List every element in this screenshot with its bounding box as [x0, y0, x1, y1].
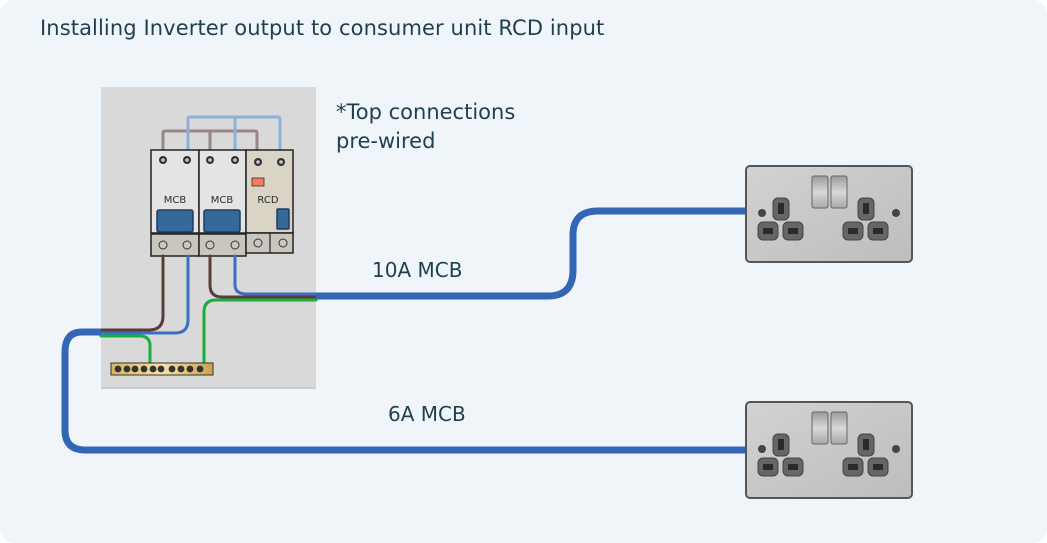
mcb-1: MCB: [150, 149, 200, 257]
earth-bar-screw: [114, 365, 122, 373]
earth-pin-slot: [778, 203, 784, 214]
rcd-toggle: [276, 208, 290, 230]
internal-wiring: [99, 254, 318, 365]
rcd: RCD: [245, 149, 294, 254]
mcb2-live-wire: [208, 254, 318, 299]
earth-terminal-bar: [110, 362, 214, 376]
pin-slot: [848, 464, 858, 470]
pin-slot: [873, 464, 883, 470]
mcb2-neutral-wire: [233, 254, 318, 296]
socket-switch-right: [830, 411, 848, 445]
earth-bar-screw: [177, 365, 185, 373]
fixing-screw-left: [758, 209, 766, 217]
earth-bar-screw: [123, 365, 131, 373]
earth-bar-screw: [196, 365, 204, 373]
earth-bar-screw: [131, 365, 139, 373]
prewired-note-line2: pre-wired: [336, 129, 436, 153]
socket-switch-right: [830, 175, 848, 209]
earth-bar-screw: [157, 365, 165, 373]
mcb-1-toggle: [156, 209, 194, 233]
earth-bar-screw: [168, 365, 176, 373]
fixing-screw-left: [758, 445, 766, 453]
cable-6a-circuit: [61, 328, 748, 454]
mcb-2-toggle: [203, 209, 241, 233]
mcb1-live-wire: [99, 254, 165, 332]
earth-pin-slot: [863, 203, 869, 214]
fixing-screw-right: [892, 445, 900, 453]
fixing-screw-right: [892, 209, 900, 217]
page-title: Installing Inverter output to consumer u…: [40, 16, 605, 40]
mcb-1-label: MCB: [164, 195, 187, 206]
pin-slot: [848, 228, 858, 234]
mcb1-neutral-wire: [99, 254, 190, 335]
circuit-label-6a: 6A MCB: [388, 402, 466, 426]
external-cables: [61, 207, 748, 454]
socket-switch-left: [811, 411, 829, 445]
pin-slot: [763, 228, 773, 234]
socket-switch-left: [811, 175, 829, 209]
earth-bar-screw: [140, 365, 148, 373]
rcd-label: RCD: [257, 195, 278, 206]
prewired-note-line1: *Top connections: [336, 100, 516, 124]
mcb-2: MCB: [198, 149, 247, 257]
cable-10a-circuit: [316, 207, 748, 300]
pin-slot: [788, 464, 798, 470]
earth-pin-slot: [863, 439, 869, 450]
pin-slot: [873, 228, 883, 234]
earth-wire-2: [202, 298, 318, 365]
pin-slot: [763, 464, 773, 470]
rcd-test-button: [251, 177, 265, 187]
pin-slot: [788, 228, 798, 234]
double-socket-upper: [745, 165, 913, 263]
socket-plate: [745, 401, 913, 499]
double-socket-lower: [745, 401, 913, 499]
circuit-label-10a: 10A MCB: [372, 258, 463, 282]
earth-wire-1: [99, 334, 152, 365]
earth-pin-slot: [778, 439, 784, 450]
earth-bar-screw: [186, 365, 194, 373]
top-prewired-links: [161, 115, 282, 150]
prewired-note: *Top connections pre-wired: [336, 98, 515, 156]
mcb-2-label: MCB: [211, 195, 234, 206]
socket-plate: [745, 165, 913, 263]
earth-bar-screw: [149, 365, 157, 373]
